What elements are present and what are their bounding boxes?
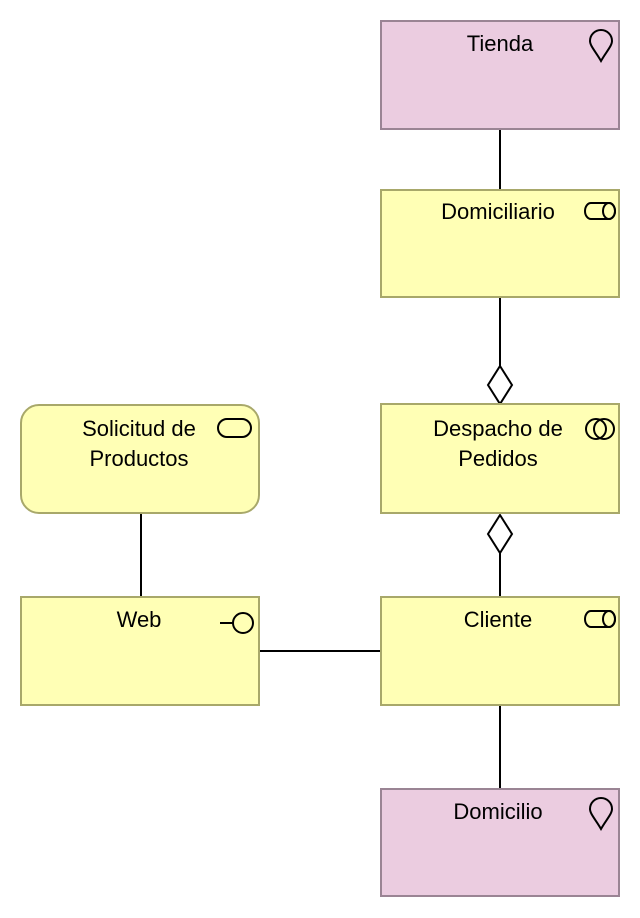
role-icon [584, 202, 616, 220]
node-tienda[interactable]: Tienda [380, 20, 620, 130]
tienda-box [380, 20, 620, 130]
node-domicilio[interactable]: Domicilio [380, 788, 620, 897]
collaboration-icon [585, 418, 615, 440]
location-pin-icon [588, 29, 614, 64]
aggregation-diamond-top [486, 364, 514, 406]
node-cliente[interactable]: Cliente [380, 596, 620, 706]
despacho-label-line2: Pedidos [458, 446, 538, 471]
service-icon [217, 418, 252, 438]
aggregation-diamond-bottom [486, 513, 514, 555]
cliente-label: Cliente [464, 607, 532, 632]
location-pin-icon [588, 797, 614, 832]
domiciliario-box [380, 189, 620, 298]
tienda-label: Tienda [467, 31, 534, 56]
web-label: Web [117, 607, 162, 632]
despacho-label-line1: Despacho de [433, 416, 563, 441]
solicitud-label-line1: Solicitud de [82, 416, 196, 441]
node-despacho[interactable]: Despacho de Pedidos [380, 403, 620, 514]
despacho-box [380, 403, 620, 514]
domicilio-box [380, 788, 620, 897]
solicitud-box [20, 404, 260, 514]
web-box [20, 596, 260, 706]
cliente-box [380, 596, 620, 706]
node-domiciliario[interactable]: Domiciliario [380, 189, 620, 298]
domiciliario-label: Domiciliario [441, 199, 555, 224]
connections [140, 129, 501, 789]
role-icon [584, 610, 616, 628]
solicitud-label-line2: Productos [89, 446, 188, 471]
interface-icon [220, 612, 254, 634]
domicilio-label: Domicilio [453, 799, 542, 824]
node-web[interactable]: Web [20, 596, 260, 706]
node-solicitud[interactable]: Solicitud de Productos [20, 404, 260, 514]
